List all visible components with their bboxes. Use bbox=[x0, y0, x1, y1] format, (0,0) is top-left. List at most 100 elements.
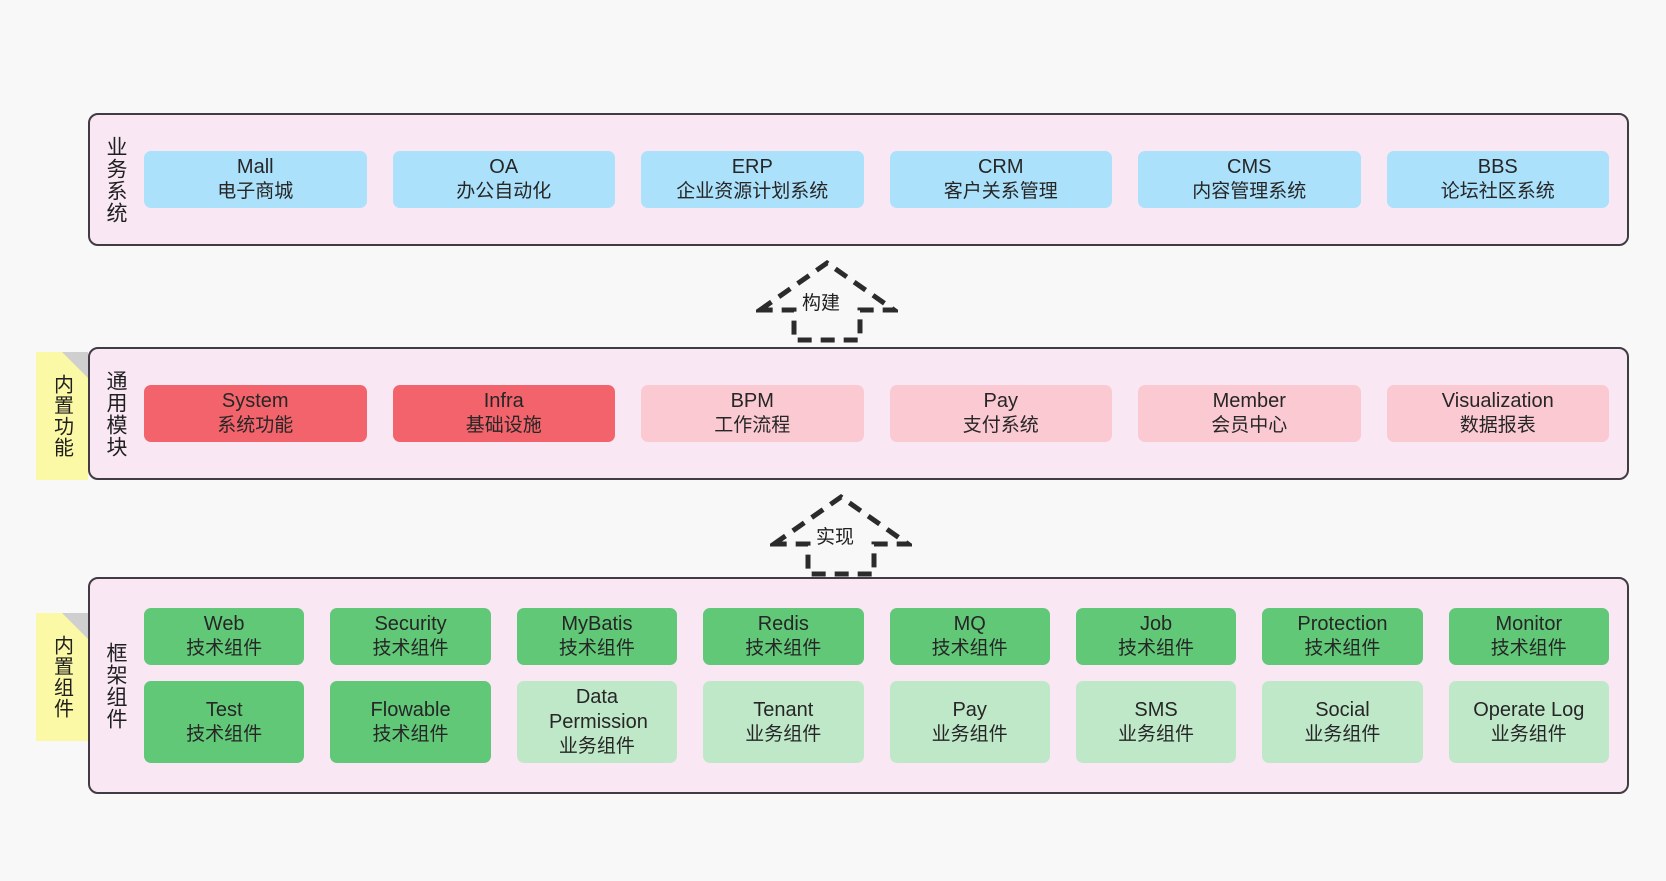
connector-build-arrow bbox=[752, 259, 902, 343]
card-title-en: Pay bbox=[983, 390, 1018, 413]
card-title-en: SMS bbox=[1134, 698, 1178, 721]
card-sms[interactable]: SMS 业务组件 bbox=[1075, 681, 1237, 763]
connector-implement-label: 实现 bbox=[816, 527, 855, 548]
card-title-en: Member bbox=[1212, 390, 1286, 413]
card-title-cn: 技术组件 bbox=[931, 638, 1008, 660]
card-system[interactable]: System 系统功能 bbox=[144, 385, 367, 442]
card-title-en: MyBatis bbox=[561, 613, 633, 636]
card-title-en: Data Permission bbox=[548, 686, 648, 733]
card-title-en: Operate Log bbox=[1473, 698, 1585, 721]
card-title-en: Visualization bbox=[1441, 390, 1554, 413]
card-title-cn: 技术组件 bbox=[186, 723, 263, 745]
card-row: System 系统功能 Infra 基础设施 BPM 工作流程 Pay 支付系统… bbox=[144, 385, 1609, 442]
card-protection[interactable]: Protection 技术组件 bbox=[1262, 608, 1423, 665]
card-test[interactable]: Test 技术组件 bbox=[144, 681, 305, 763]
card-oa[interactable]: OA 办公自动化 bbox=[392, 151, 615, 208]
card-title-cn: 企业资源计划系统 bbox=[676, 181, 829, 203]
card-bbs[interactable]: BBS 论坛社区系统 bbox=[1386, 151, 1609, 208]
card-title-en: Security bbox=[374, 613, 447, 636]
card-title-en: CRM bbox=[977, 156, 1024, 179]
card-redis[interactable]: Redis 技术组件 bbox=[703, 608, 864, 665]
card-title-cn: 业务组件 bbox=[745, 723, 822, 745]
card-title-cn: 业务组件 bbox=[1304, 723, 1381, 745]
card-title-cn: 技术组件 bbox=[745, 638, 822, 660]
card-title-cn: 业务组件 bbox=[931, 723, 1008, 745]
card-title-en: System bbox=[221, 390, 289, 413]
card-cms[interactable]: CMS 内容管理系统 bbox=[1138, 151, 1361, 208]
card-data-permission[interactable]: Data Permission 业务组件 bbox=[516, 681, 678, 763]
card-title-en: Monitor bbox=[1495, 613, 1563, 636]
card-pay[interactable]: Pay 支付系统 bbox=[889, 385, 1112, 442]
card-member[interactable]: Member 会员中心 bbox=[1138, 385, 1361, 442]
card-title-en: MQ bbox=[953, 613, 986, 636]
card-infra[interactable]: Infra 基础设施 bbox=[392, 385, 615, 442]
layer-common-module-body: System 系统功能 Infra 基础设施 BPM 工作流程 Pay 支付系统… bbox=[136, 349, 1627, 478]
card-title-en: CMS bbox=[1227, 156, 1272, 179]
card-mybatis[interactable]: MyBatis 技术组件 bbox=[516, 608, 678, 665]
card-title-en: Web bbox=[203, 613, 245, 636]
layer-business-system-body: Mall 电子商城 OA 办公自动化 ERP 企业资源计划系统 CRM 客户关系… bbox=[136, 115, 1627, 244]
card-title-cn: 技术组件 bbox=[372, 723, 449, 745]
sticky-note-builtin-function-label: 内置功能 bbox=[50, 374, 73, 458]
card-bpm[interactable]: BPM 工作流程 bbox=[641, 385, 864, 442]
card-title-en: Mall bbox=[236, 156, 274, 179]
card-title-cn: 支付系统 bbox=[962, 415, 1039, 437]
card-mq[interactable]: MQ 技术组件 bbox=[889, 608, 1050, 665]
card-title-cn: 业务组件 bbox=[558, 736, 635, 757]
card-title-cn: 技术组件 bbox=[1490, 638, 1567, 660]
card-title-cn: 内容管理系统 bbox=[1192, 181, 1307, 203]
layer-framework-component[interactable]: 框架组件 Web 技术组件 Security 技术组件 MyBatis 技术组件… bbox=[88, 577, 1629, 794]
card-title-cn: 技术组件 bbox=[186, 638, 263, 660]
card-row: Web 技术组件 Security 技术组件 MyBatis 技术组件 Redi… bbox=[144, 608, 1609, 665]
card-title-cn: 系统功能 bbox=[217, 415, 294, 437]
card-title-cn: 技术组件 bbox=[372, 638, 449, 660]
layer-common-module[interactable]: 通用模块 System 系统功能 Infra 基础设施 BPM 工作流程 Pay… bbox=[88, 347, 1629, 480]
card-title-en: Protection bbox=[1297, 613, 1388, 636]
card-title-cn: 技术组件 bbox=[558, 638, 635, 660]
card-job[interactable]: Job 技术组件 bbox=[1075, 608, 1237, 665]
card-title-en: BPM bbox=[730, 390, 774, 413]
card-title-cn: 客户关系管理 bbox=[943, 181, 1058, 203]
layer-framework-component-body: Web 技术组件 Security 技术组件 MyBatis 技术组件 Redi… bbox=[136, 579, 1627, 792]
card-title-cn: 会员中心 bbox=[1211, 415, 1288, 437]
layer-business-system[interactable]: 业务系统 Mall 电子商城 OA 办公自动化 ERP 企业资源计划系统 CRM… bbox=[88, 113, 1629, 246]
card-title-cn: 基础设施 bbox=[465, 415, 542, 437]
sticky-note-builtin-component-label: 内置组件 bbox=[50, 635, 73, 719]
card-title-cn: 办公自动化 bbox=[456, 181, 552, 203]
card-operate-log[interactable]: Operate Log 业务组件 bbox=[1448, 681, 1609, 763]
card-tenant[interactable]: Tenant 业务组件 bbox=[703, 681, 864, 763]
sticky-note-builtin-function[interactable]: 内置功能 bbox=[36, 352, 88, 480]
sticky-fold-corner-icon bbox=[62, 352, 88, 378]
connector-implement-arrow bbox=[766, 493, 916, 577]
card-flowable[interactable]: Flowable 技术组件 bbox=[330, 681, 491, 763]
sticky-fold-corner-icon bbox=[62, 613, 88, 639]
card-title-cn: 数据报表 bbox=[1459, 415, 1536, 437]
card-title-en: Infra bbox=[483, 390, 524, 413]
card-crm[interactable]: CRM 客户关系管理 bbox=[889, 151, 1112, 208]
card-title-cn: 论坛社区系统 bbox=[1440, 181, 1555, 203]
card-web[interactable]: Web 技术组件 bbox=[144, 608, 305, 665]
card-title-en: Social bbox=[1315, 698, 1370, 721]
card-title-cn: 业务组件 bbox=[1490, 723, 1567, 745]
card-visualization[interactable]: Visualization 数据报表 bbox=[1386, 385, 1609, 442]
card-title-en: BBS bbox=[1477, 156, 1518, 179]
sticky-note-builtin-component[interactable]: 内置组件 bbox=[36, 613, 88, 741]
card-row: Mall 电子商城 OA 办公自动化 ERP 企业资源计划系统 CRM 客户关系… bbox=[144, 151, 1609, 208]
card-title-en: Flowable bbox=[370, 698, 451, 721]
card-title-en: Redis bbox=[757, 613, 809, 636]
card-title-en: Job bbox=[1139, 613, 1173, 636]
card-title-en: Test bbox=[205, 698, 243, 721]
card-title-cn: 电子商城 bbox=[217, 181, 294, 203]
connector-build-label: 构建 bbox=[802, 293, 841, 314]
card-security[interactable]: Security 技术组件 bbox=[330, 608, 491, 665]
card-pay-business[interactable]: Pay 业务组件 bbox=[889, 681, 1050, 763]
card-erp[interactable]: ERP 企业资源计划系统 bbox=[641, 151, 864, 208]
card-title-cn: 技术组件 bbox=[1304, 638, 1381, 660]
card-monitor[interactable]: Monitor 技术组件 bbox=[1448, 608, 1609, 665]
card-title-en: OA bbox=[489, 156, 519, 179]
connector-build: 构建 bbox=[752, 258, 902, 344]
card-title-cn: 业务组件 bbox=[1118, 723, 1195, 745]
card-social[interactable]: Social 业务组件 bbox=[1262, 681, 1423, 763]
card-mall[interactable]: Mall 电子商城 bbox=[144, 151, 367, 208]
